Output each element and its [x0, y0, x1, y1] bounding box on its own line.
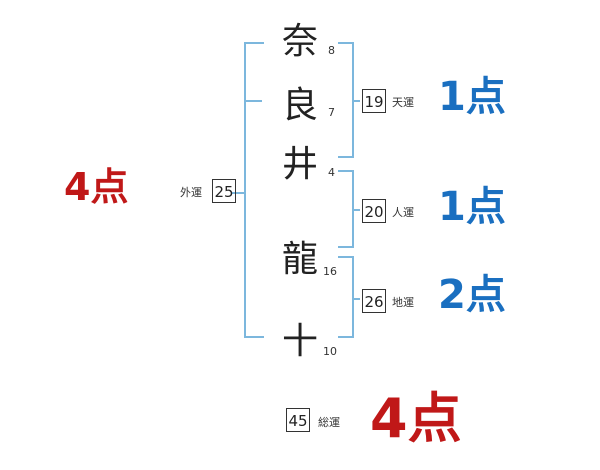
stroke-count-4: 16 — [323, 265, 337, 278]
tenun-connector — [354, 100, 360, 102]
stroke-count-2: 7 — [328, 106, 335, 119]
jinun-label: 人運 — [392, 206, 414, 219]
souun-score: 4点 — [370, 387, 462, 450]
name-char-1: 奈 — [281, 21, 318, 62]
jinun-value-box: 20 — [362, 199, 386, 223]
chiun-bracket — [338, 256, 354, 338]
souun-label: 総運 — [318, 416, 340, 429]
outer-bracket — [244, 42, 264, 338]
tenun-label: 天運 — [392, 96, 414, 109]
jinun-score: 1点 — [438, 184, 506, 230]
tenun-bracket — [338, 42, 354, 158]
jinun-connector — [354, 209, 360, 211]
chiun-score: 2点 — [438, 272, 506, 318]
name-char-2: 良 — [281, 85, 318, 126]
tenun-score: 1点 — [438, 74, 506, 120]
chiun-label: 地運 — [392, 296, 414, 309]
chiun-connector — [354, 298, 360, 300]
gaiun-score: 4点 — [64, 165, 129, 209]
outer-bracket-connector — [232, 192, 244, 194]
jinun-bracket — [338, 170, 354, 248]
name-char-3: 井 — [281, 144, 318, 185]
outer-bracket-tick — [244, 100, 262, 102]
gaiun-value-box: 25 — [212, 179, 236, 203]
stroke-count-3: 4 — [328, 166, 335, 179]
tenun-value-box: 19 — [362, 89, 386, 113]
gaiun-label: 外運 — [180, 186, 202, 199]
name-char-4: 龍 — [281, 239, 318, 280]
stroke-count-5: 10 — [323, 345, 337, 358]
souun-value-box: 45 — [286, 408, 310, 432]
stroke-count-1: 8 — [328, 44, 335, 57]
name-char-5: 十 — [281, 321, 318, 362]
chiun-value-box: 26 — [362, 289, 386, 313]
